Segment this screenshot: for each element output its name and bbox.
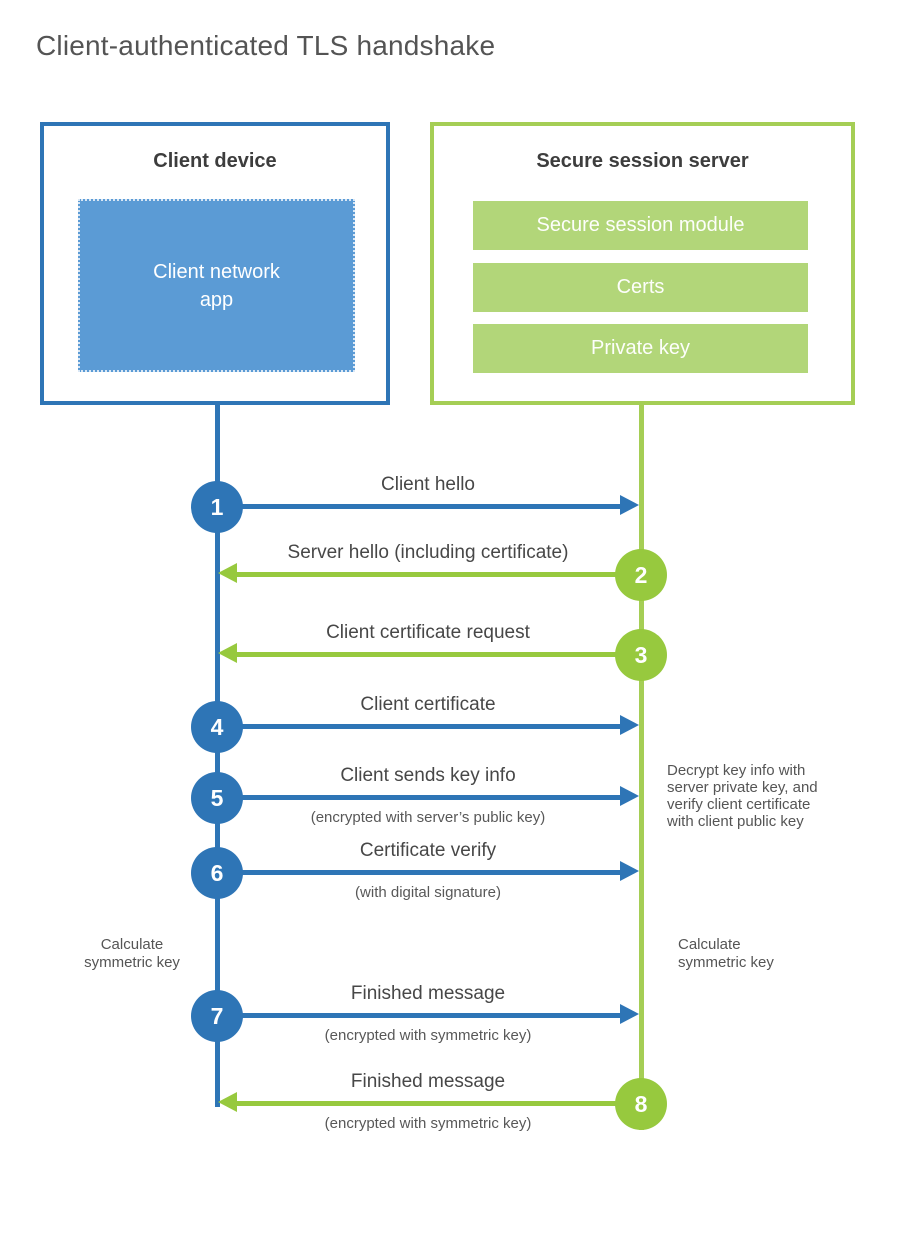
step-7-arrow-line [217, 1013, 621, 1018]
server-decrypt-note: Decrypt key info with server private key… [667, 762, 818, 830]
step-4-badge: 4 [191, 701, 243, 753]
step-8-arrow-line [236, 1101, 641, 1106]
step-1-label: Client hello [381, 474, 475, 495]
client-network-app-box: Client network app [78, 199, 355, 372]
server-module-certs: Certs [473, 263, 808, 312]
step-7-badge: 7 [191, 990, 243, 1042]
step-8-badge: 8 [615, 1078, 667, 1130]
step-4-arrowhead-right-icon [620, 715, 639, 735]
server-calculate-symmetric-key-note: Calculate symmetric key [678, 936, 774, 971]
step-5-label: Client sends key info [340, 765, 516, 786]
step-2-arrow-line [236, 572, 641, 577]
step-3-badge: 3 [615, 629, 667, 681]
server-module-secure-session: Secure session module [473, 201, 808, 250]
client-calculate-symmetric-key-note: Calculate symmetric key [84, 936, 180, 971]
step-3-label: Client certificate request [326, 622, 530, 643]
step-7-sublabel: (encrypted with symmetric key) [324, 1027, 532, 1044]
client-device-title: Client device [153, 150, 277, 172]
step-1-arrow-line [217, 504, 621, 509]
secure-session-server-title: Secure session server [536, 150, 749, 172]
step-6-badge: 6 [191, 847, 243, 899]
step-6-arrowhead-right-icon [620, 861, 639, 881]
client-lifeline [215, 403, 220, 1107]
step-6-arrow-line [217, 870, 621, 875]
step-1-arrowhead-right-icon [620, 495, 639, 515]
diagram-title: Client-authenticated TLS handshake [36, 30, 496, 61]
step-1-badge: 1 [191, 481, 243, 533]
secure-session-server-panel: Secure session server Secure session mod… [430, 122, 855, 405]
step-7-arrowhead-right-icon [620, 1004, 639, 1024]
step-8-label: Finished message [350, 1071, 506, 1092]
step-5-sublabel: (encrypted with server’s public key) [310, 809, 546, 826]
step-5-badge: 5 [191, 772, 243, 824]
step-4-arrow-line [217, 724, 621, 729]
step-8-arrowhead-left-icon [218, 1092, 237, 1112]
step-6-label: Certificate verify [359, 840, 497, 861]
server-lifeline [639, 403, 644, 1130]
server-module-private-key: Private key [473, 324, 808, 373]
step-2-label: Server hello (including certificate) [287, 542, 569, 563]
step-8-sublabel: (encrypted with symmetric key) [324, 1115, 532, 1132]
client-device-panel: Client device Client network app [40, 122, 390, 405]
step-5-arrowhead-right-icon [620, 786, 639, 806]
step-3-arrow-line [236, 652, 641, 657]
step-5-arrow-line [217, 795, 621, 800]
step-7-label: Finished message [350, 983, 506, 1004]
step-6-sublabel: (with digital signature) [355, 884, 501, 901]
step-4-label: Client certificate [360, 694, 496, 715]
step-3-arrowhead-left-icon [218, 643, 237, 663]
step-2-arrowhead-left-icon [218, 563, 237, 583]
step-2-badge: 2 [615, 549, 667, 601]
